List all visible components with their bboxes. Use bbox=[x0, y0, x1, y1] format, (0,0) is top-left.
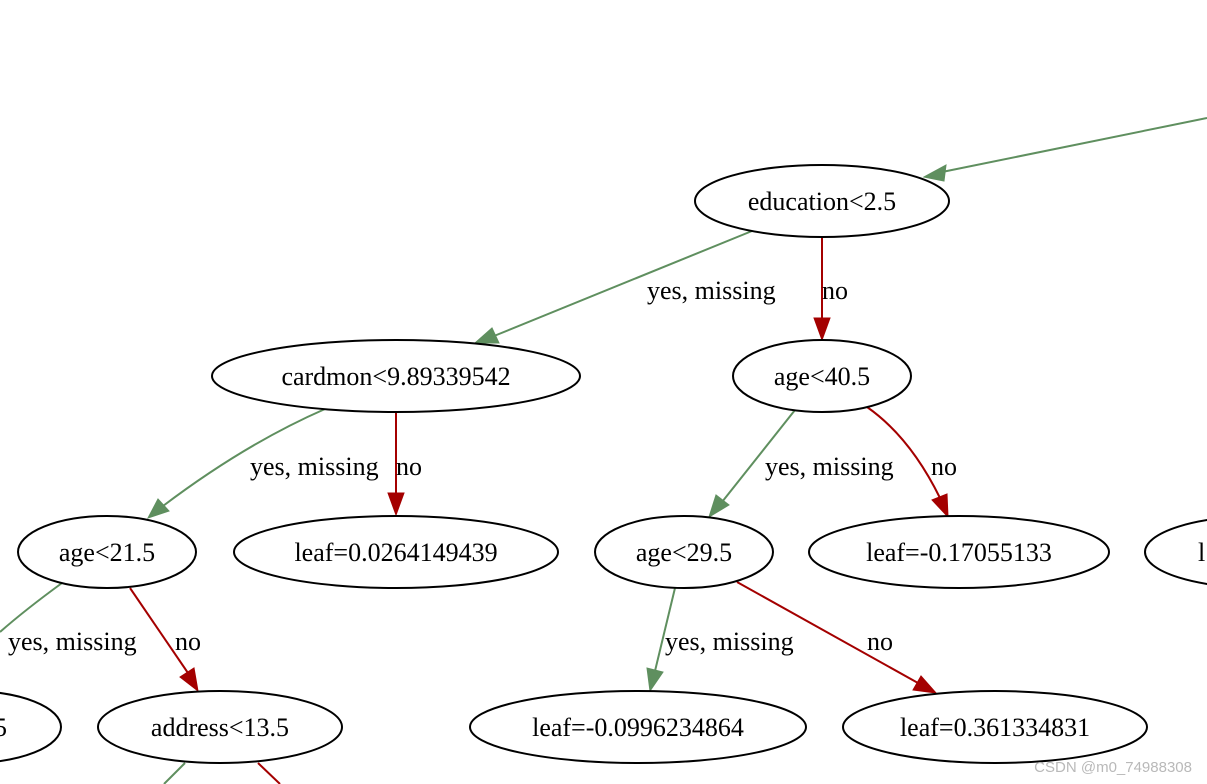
node-age-29: age<29.5 bbox=[594, 515, 774, 589]
edge-label-no: no bbox=[867, 627, 893, 656]
edge-label-no: no bbox=[396, 452, 422, 481]
edge-age21-no bbox=[129, 587, 189, 674]
node-label: leaf=-0.17055133 bbox=[866, 538, 1052, 567]
arrowhead-icon bbox=[708, 494, 730, 519]
edge-label-yes: yes, missing bbox=[250, 452, 379, 481]
arrowhead-icon bbox=[646, 667, 664, 693]
edge-age21-yes bbox=[0, 582, 63, 633]
node-age-21: age<21.5 bbox=[17, 515, 197, 589]
arrowhead-icon bbox=[912, 675, 938, 694]
node-education: education<2.5 bbox=[694, 164, 950, 238]
node-label: 5 bbox=[0, 713, 7, 742]
watermark: CSDN @m0_74988308 bbox=[1034, 759, 1192, 776]
arrowhead-icon bbox=[146, 498, 170, 519]
node-partial-left: 5 bbox=[0, 692, 62, 762]
node-partial-right: l bbox=[1144, 519, 1207, 585]
edge-age40-no bbox=[866, 406, 941, 499]
node-label: age<29.5 bbox=[636, 538, 732, 567]
edge-cardmon-yes bbox=[162, 408, 326, 507]
node-leaf-age29-yes: leaf=-0.0996234864 bbox=[469, 690, 807, 764]
node-address: address<13.5 bbox=[97, 690, 343, 764]
node-label: age<40.5 bbox=[774, 362, 870, 391]
node-label: age<21.5 bbox=[59, 538, 155, 567]
edge-address-yes bbox=[163, 762, 186, 784]
arrowhead-icon bbox=[473, 327, 500, 344]
node-age-40: age<40.5 bbox=[732, 339, 912, 413]
edge-age40-yes bbox=[721, 409, 796, 503]
edge-age29-yes bbox=[654, 587, 676, 672]
edge-address-no bbox=[257, 762, 281, 784]
node-label: leaf=0.0264149439 bbox=[294, 538, 497, 567]
edge-age29-no bbox=[736, 581, 919, 684]
edge-label-yes: yes, missing bbox=[765, 452, 894, 481]
node-label: leaf=-0.0996234864 bbox=[532, 713, 744, 742]
edge-parent-to-education bbox=[941, 117, 1207, 173]
edge-label-no: no bbox=[822, 276, 848, 305]
arrowhead-icon bbox=[387, 492, 405, 517]
arrowhead-icon bbox=[922, 164, 947, 182]
node-leaf-cardmon-no: leaf=0.0264149439 bbox=[233, 515, 559, 589]
node-label: cardmon<9.89339542 bbox=[281, 362, 510, 391]
edge-education-yes bbox=[493, 230, 753, 337]
node-leaf-age40-no: leaf=-0.17055133 bbox=[808, 515, 1110, 589]
edge-label-yes: yes, missing bbox=[8, 627, 137, 656]
arrowhead-icon bbox=[813, 317, 831, 342]
edge-label-yes: yes, missing bbox=[665, 627, 794, 656]
node-label: l bbox=[1198, 538, 1205, 567]
edge-label-no: no bbox=[175, 627, 201, 656]
node-label: address<13.5 bbox=[151, 713, 289, 742]
edge-label-no: no bbox=[931, 452, 957, 481]
arrowhead-icon bbox=[931, 493, 949, 519]
node-label: education<2.5 bbox=[748, 187, 896, 216]
node-label: leaf=0.361334831 bbox=[900, 713, 1090, 742]
edge-label-yes: yes, missing bbox=[647, 276, 776, 305]
node-cardmon: cardmon<9.89339542 bbox=[211, 339, 581, 413]
arrowhead-icon bbox=[179, 667, 199, 693]
node-leaf-age29-no: leaf=0.361334831 bbox=[842, 690, 1148, 764]
